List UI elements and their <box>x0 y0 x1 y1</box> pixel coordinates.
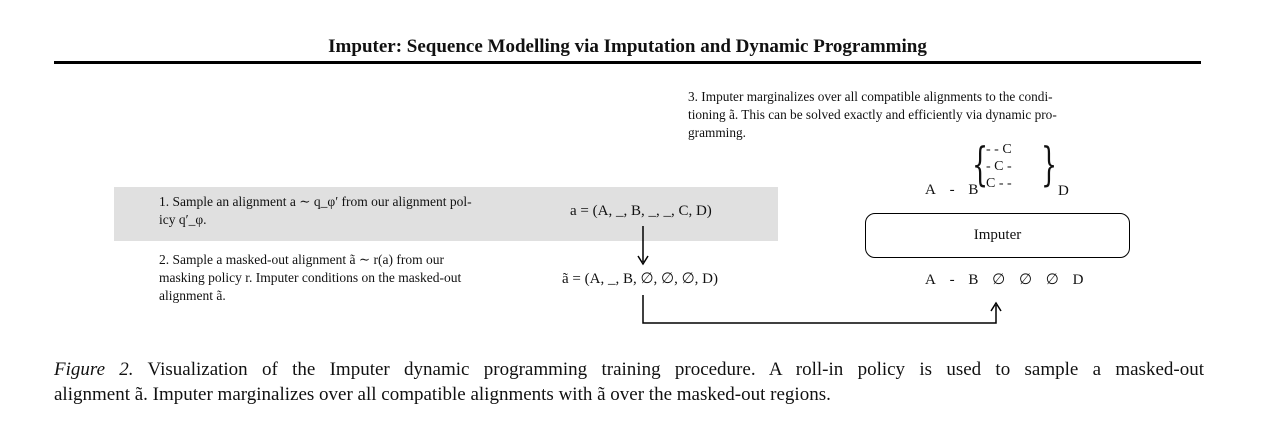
running-header: Imputer: Sequence Modelling via Imputati… <box>328 36 927 57</box>
candidate-row: - C - <box>986 159 1012 174</box>
route-arrow-line <box>642 295 997 324</box>
imputer-box-label: Imputer <box>973 227 1022 243</box>
output-token: B <box>968 182 979 198</box>
caption-line2: alignment ã. Imputer marginalizes over a… <box>54 384 831 405</box>
left-brace-icon: { <box>972 137 989 191</box>
output-token: A <box>925 182 936 198</box>
masked-alignment-equation: ã = (A, _, B, ∅, ∅, ∅, D) <box>562 271 718 287</box>
input-token: B <box>968 272 979 288</box>
step3-text: 3. Imputer marginalizes over all compati… <box>688 88 1138 142</box>
imputer-box: Imputer <box>865 213 1130 258</box>
imputer-input-sequence: A - B ∅ ∅ ∅ D <box>925 270 1093 289</box>
step1-line2: icy q′_φ. <box>159 212 207 227</box>
step3-line3: gramming. <box>688 125 746 140</box>
imputer-output-sequence: A - B <box>925 182 988 199</box>
input-token: ∅ <box>1045 272 1059 288</box>
candidate-row: - - C <box>986 142 1012 157</box>
output-token: - <box>949 182 955 198</box>
candidate-row: C - - <box>986 176 1012 191</box>
step1-line1: 1. Sample an alignment a ∼ q_φ′ from our… <box>159 194 472 209</box>
input-token: A <box>925 272 936 288</box>
step1-highlight <box>114 187 778 241</box>
figure-label: Figure 2. <box>54 359 134 380</box>
output-suffix-token: D <box>1058 183 1069 199</box>
step3-line1: 3. Imputer marginalizes over all compati… <box>688 89 1053 104</box>
input-token: ∅ <box>992 272 1006 288</box>
header-rule <box>54 61 1201 64</box>
candidate-fillings: - - C - C - C - - <box>986 141 1012 192</box>
input-token: ∅ <box>1018 272 1033 288</box>
down-arrow-head-icon <box>637 255 649 266</box>
up-arrow-head-icon <box>990 301 1002 312</box>
step3-line2: tioning ã. This can be solved exactly an… <box>688 107 1057 122</box>
input-token: - <box>949 272 955 288</box>
step2-line1: 2. Sample a masked-out alignment ã ∼ r(a… <box>159 252 444 267</box>
caption-line1-text: Visualization of the Imputer dynamic pro… <box>147 359 1204 380</box>
figure-caption: Figure 2. Visualization of the Imputer d… <box>54 357 1204 407</box>
caption-line1: Figure 2. Visualization of the Imputer d… <box>54 357 1204 382</box>
step2-text: 2. Sample a masked-out alignment ã ∼ r(a… <box>159 251 461 305</box>
step1-text: 1. Sample an alignment a ∼ q_φ′ from our… <box>159 193 472 229</box>
sampled-alignment-equation: a = (A, _, B, _, _, C, D) <box>570 203 712 219</box>
step2-line2: masking policy r. Imputer conditions on … <box>159 270 462 285</box>
input-token: D <box>1072 272 1084 288</box>
right-brace-icon: } <box>1041 137 1058 191</box>
step2-line3: alignment ã. <box>159 288 226 303</box>
